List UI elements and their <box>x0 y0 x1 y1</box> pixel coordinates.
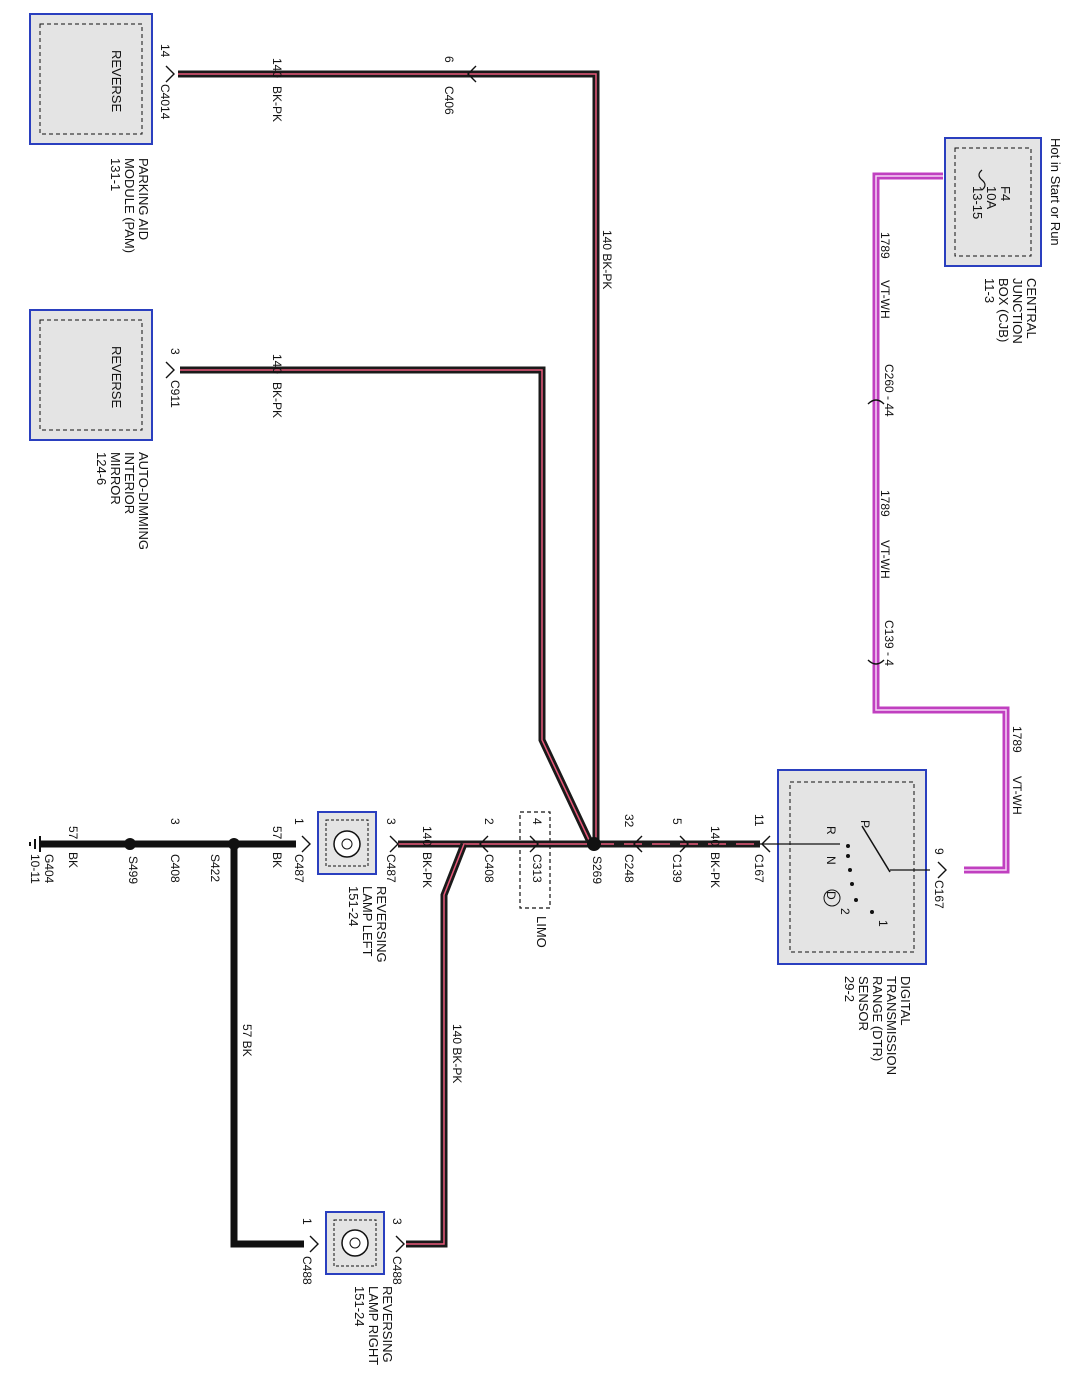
c313-option: LIMO <box>534 916 549 948</box>
mirror-name: AUTO-DIMMING INTERIOR MIRROR 124-6 <box>94 452 151 550</box>
c139-top-label: C139 - 4 <box>882 620 896 667</box>
c406-pin: 6 <box>442 56 456 63</box>
splice-s269: S269 <box>590 856 604 885</box>
wire-lamp-feed-color: BK-PK <box>420 852 434 889</box>
mirror-pin: 3 <box>168 348 182 355</box>
lamp-right-pin-ground: 1 <box>300 1218 314 1225</box>
lamp-left-bulb-icon <box>333 830 361 858</box>
wire-vt-wh <box>872 172 1010 874</box>
splice-dots <box>124 837 601 851</box>
dtr-pos-p: P <box>858 820 872 829</box>
wire-dtr-circuit: 140 <box>708 826 722 847</box>
dtr-pos-one: 1 <box>876 920 890 927</box>
cjb-fuse: F4 10A 13-15 <box>970 186 1013 220</box>
cjb-name: CENTRAL JUNCTION BOX (CJB) 11-3 <box>982 278 1039 344</box>
c260-label: C260 - 44 <box>882 364 896 417</box>
dtr-pos-d: D <box>824 891 838 900</box>
dtr-connector-in: C167 <box>932 880 946 909</box>
ground-g404: G404 10-11 <box>28 854 56 884</box>
wire-pam-color: BK-PK <box>270 86 284 123</box>
splice-s422: S422 <box>208 854 222 883</box>
wire-lamp-ground-circuit: 57 <box>270 826 284 840</box>
central-junction-box <box>944 137 1042 267</box>
wire-dtr-color: BK-PK <box>708 852 722 889</box>
wire-lamp-ground-color: BK <box>270 852 284 869</box>
pam-connector: C4014 <box>158 84 172 120</box>
wire-lamp-right-label: 140 BK-PK <box>450 1024 464 1084</box>
wire-riser-label: 140 BK-PK <box>600 230 614 290</box>
lamp-left-name: REVERSING LAMP LEFT 151-24 <box>346 886 389 963</box>
wire-vt-color-2: VT-WH <box>878 540 892 579</box>
c313-name: C313 <box>530 854 544 883</box>
wire-bk-vert-label: 57 BK <box>240 1024 254 1057</box>
parking-aid-module <box>29 13 153 145</box>
c248-pin: 32 <box>622 814 636 828</box>
lamp-left-pin-feed: 3 <box>384 818 398 825</box>
wire-pam-circuit: 140 <box>270 58 284 79</box>
wire-vt-circuit-2: 1789 <box>878 490 892 517</box>
lamp-right-connector-feed: C488 <box>390 1256 404 1285</box>
c139-name: C139 <box>670 854 684 883</box>
reversing-lamp-right <box>325 1211 385 1275</box>
fuse-icon <box>978 169 986 191</box>
dtr-name: DIGITAL TRANSMISSION RANGE (DTR) SENSOR … <box>842 976 913 1075</box>
lamp-right-connector-ground: C488 <box>300 1256 314 1285</box>
c313-pin: 4 <box>530 818 544 825</box>
dtr-pin-out: 11 <box>752 814 766 827</box>
reversing-lamp-left <box>317 811 377 875</box>
c406-name: C406 <box>442 86 456 115</box>
lamp-right-pin-feed: 3 <box>390 1218 404 1225</box>
c139-pin: 5 <box>670 818 684 825</box>
auto-dimming-mirror <box>29 309 153 441</box>
wire-vt-circuit-1: 1789 <box>878 232 892 259</box>
dtr-sensor <box>777 769 927 965</box>
mirror-connector: C911 <box>168 380 182 408</box>
pam-name: PARKING AID MODULE (PAM) 131-1 <box>108 158 151 254</box>
wire-vt-circuit-3: 1789 <box>1010 726 1024 753</box>
limo-option-box <box>519 811 551 909</box>
wire-ground-circuit: 57 <box>66 826 80 840</box>
wire-mirror-circuit: 140 <box>270 354 284 375</box>
lamp-right-bulb-icon <box>341 1229 369 1257</box>
connector-chevrons <box>165 65 947 1253</box>
pam-pin: 14 <box>158 44 172 58</box>
wire-bk-pk <box>178 70 840 1248</box>
dtr-pos-two: 2 <box>838 908 852 915</box>
mirror-function: REVERSE <box>109 346 124 409</box>
pam-function: REVERSE <box>109 50 124 113</box>
wire-vt-color-3: VT-WH <box>1010 776 1024 815</box>
c408-feed-pin: 2 <box>482 818 496 825</box>
dtr-pin-in: 9 <box>932 848 946 855</box>
c408-feed-name: C408 <box>482 854 496 883</box>
lamp-left-pin-ground: 1 <box>292 818 306 825</box>
wire-mirror-color: BK-PK <box>270 382 284 419</box>
c408-ground-name: C408 <box>168 854 182 883</box>
wire-vt-color-1: VT-WH <box>878 280 892 319</box>
lamp-right-name: REVERSING LAMP RIGHT 151-24 <box>352 1286 395 1366</box>
c248-name: C248 <box>622 854 636 883</box>
lamp-left-connector-ground: C487 <box>292 854 306 883</box>
c408-ground-pin: 3 <box>168 818 182 825</box>
lamp-left-connector-feed: C487 <box>384 854 398 883</box>
wire-ground-color: BK <box>66 852 80 869</box>
dtr-pos-r: R <box>824 826 838 835</box>
dtr-pos-n: N <box>824 856 838 865</box>
wire-bk <box>29 836 304 1248</box>
dtr-connector: C167 <box>752 854 766 883</box>
dtr-switch-icon <box>861 825 891 873</box>
cjb-hot-label: Hot in Start or Run <box>1048 138 1063 246</box>
splice-s499: S499 <box>126 856 140 885</box>
wire-lamp-feed-circuit: 140 <box>420 826 434 847</box>
